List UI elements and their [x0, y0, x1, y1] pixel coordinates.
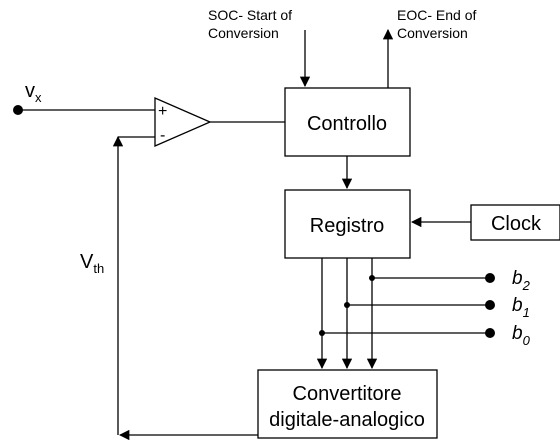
b0-label: b0 [512, 323, 531, 348]
clock-label: Clock [491, 213, 542, 235]
eoc-label-line1: EOC- End of [397, 7, 476, 23]
dac-label-line2: digitale-analogico [269, 409, 425, 431]
b1-label: b1 [512, 295, 530, 320]
registro-label: Registro [310, 215, 384, 237]
b2-label: b2 [512, 268, 531, 293]
soc-label-line1: SOC- Start of [208, 7, 292, 23]
dac-block [257, 369, 438, 439]
b2-output-node [485, 273, 495, 283]
eoc-label-line2: Conversion [397, 25, 468, 41]
comparator [154, 97, 212, 147]
b1-output-node [485, 300, 495, 310]
comparator-minus: - [160, 127, 165, 144]
registro-block [284, 189, 411, 259]
dac-label-line1: Convertitore [293, 383, 402, 405]
controllo-label: Controllo [307, 113, 387, 135]
b0-output-node [485, 328, 495, 338]
vx-label: vx [25, 80, 42, 105]
soc-label-line2: Conversion [208, 25, 279, 41]
vth-label: Vth [80, 251, 104, 276]
comparator-plus: + [158, 103, 167, 120]
clock-block [470, 204, 560, 241]
